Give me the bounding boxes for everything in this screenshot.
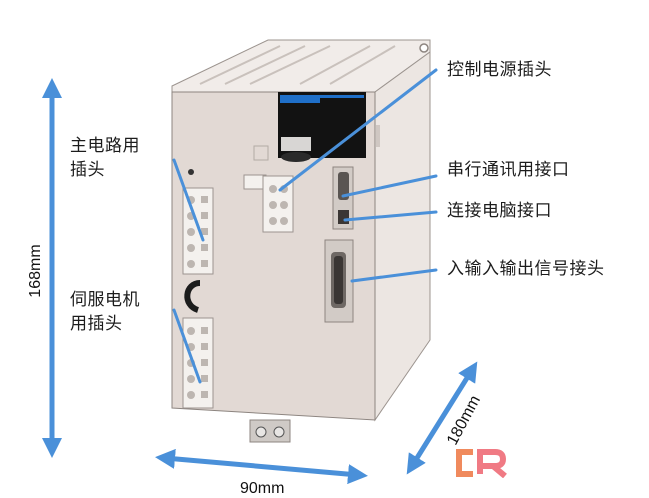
display-panel bbox=[278, 92, 366, 162]
width-dimension-arrow bbox=[155, 448, 368, 485]
indicator-mark bbox=[253, 145, 269, 161]
label-control-power-connector: 控制电源插头 bbox=[447, 60, 552, 80]
label-pc-connection-port: 连接电脑接口 bbox=[447, 201, 552, 221]
servo-motor-connector bbox=[182, 317, 214, 409]
io-signal-connector bbox=[324, 239, 354, 323]
jumper-wire bbox=[184, 280, 201, 313]
leader-servo-motor bbox=[172, 308, 202, 384]
control-power-connector bbox=[243, 174, 294, 233]
depth-dimension-arrow bbox=[406, 361, 478, 475]
leader-control-power bbox=[278, 68, 438, 192]
label-main-circuit-connector-line1: 主电路用 bbox=[70, 136, 140, 156]
label-io-signal-connector: 入输入输出信号接头 bbox=[447, 259, 605, 279]
leader-pc-connection bbox=[343, 210, 438, 222]
height-dimension-label: 168mm bbox=[27, 244, 44, 298]
leader-serial-comm bbox=[341, 174, 438, 198]
leader-main-circuit bbox=[172, 158, 205, 242]
leader-lines bbox=[172, 68, 438, 384]
label-serial-comm-port: 串行通讯用接口 bbox=[447, 160, 570, 180]
mounting-bracket bbox=[249, 419, 291, 443]
label-servo-motor-connector-line1: 伺服电机 bbox=[70, 290, 140, 310]
pc-connection-port bbox=[338, 210, 349, 224]
device-side-face bbox=[374, 51, 431, 422]
width-dimension-label: 90mm bbox=[240, 480, 285, 497]
label-servo-motor-connector-line2: 用插头 bbox=[70, 314, 123, 334]
label-main-circuit-connector-line2: 插头 bbox=[70, 160, 105, 180]
indicator-dot bbox=[188, 169, 194, 175]
leader-io-signal bbox=[350, 268, 438, 283]
cr-watermark-logo bbox=[456, 449, 507, 478]
